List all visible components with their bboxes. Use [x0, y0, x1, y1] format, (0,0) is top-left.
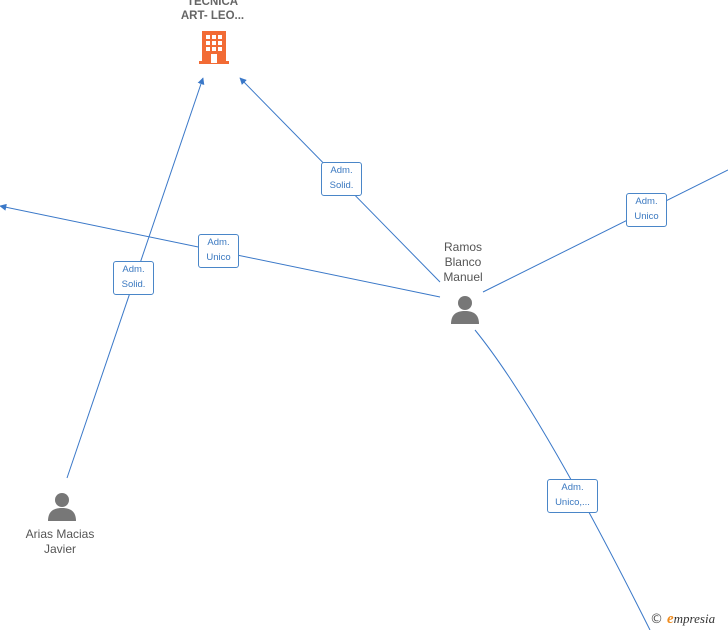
edge-label-line2: Unico [206, 252, 231, 263]
company-node-label[interactable]: TECNICA ART- LEO... [160, 0, 265, 23]
arias-name-line1: Arias Macias [25, 527, 95, 541]
company-name-line2: ART- LEO... [180, 10, 245, 22]
ramos-name-line3: Manuel [443, 270, 483, 284]
brand-logo: empresia [667, 610, 716, 627]
building-icon[interactable] [198, 29, 230, 65]
ramos-name-line1: Ramos [443, 240, 482, 254]
edge-ramos-to-bottom [474, 329, 651, 630]
edge-label-line2: Unico [634, 211, 659, 222]
edge-label-line1: Adm. [122, 264, 145, 275]
edge-label-arias-company[interactable]: Adm. Solid. [113, 261, 154, 295]
edge-label-ramos-right[interactable]: Adm. Unico [626, 193, 667, 227]
edge-label-ramos-left[interactable]: Adm. Unico [198, 234, 239, 268]
person-node-label-arias[interactable]: Arias Macias Javier [10, 527, 110, 557]
ramos-name-line2: Blanco [444, 255, 482, 269]
edge-ramos-to-right [482, 169, 728, 293]
edge-label-line1: Adm. [561, 482, 584, 493]
edge-label-line1: Adm. [330, 165, 353, 176]
person-node-label-ramos[interactable]: Ramos Blanco Manuel [423, 240, 503, 285]
copyright-icon: © [650, 611, 663, 627]
empresia-watermark: © empresia [650, 610, 715, 628]
edge-label-line2: Solid. [121, 279, 146, 290]
edge-label-line1: Adm. [635, 196, 658, 207]
company-name-line1: TECNICA [186, 0, 239, 8]
edge-label-ramos-bottom[interactable]: Adm. Unico,... [547, 479, 598, 513]
person-icon[interactable] [46, 491, 78, 523]
edge-label-line2: Solid. [329, 180, 354, 191]
edge-label-line1: Adm. [207, 237, 230, 248]
edge-label-ramos-company[interactable]: Adm. Solid. [321, 162, 362, 196]
arias-name-line2: Javier [43, 542, 76, 556]
person-icon[interactable] [449, 294, 481, 326]
edge-label-line2: Unico,... [555, 497, 590, 508]
